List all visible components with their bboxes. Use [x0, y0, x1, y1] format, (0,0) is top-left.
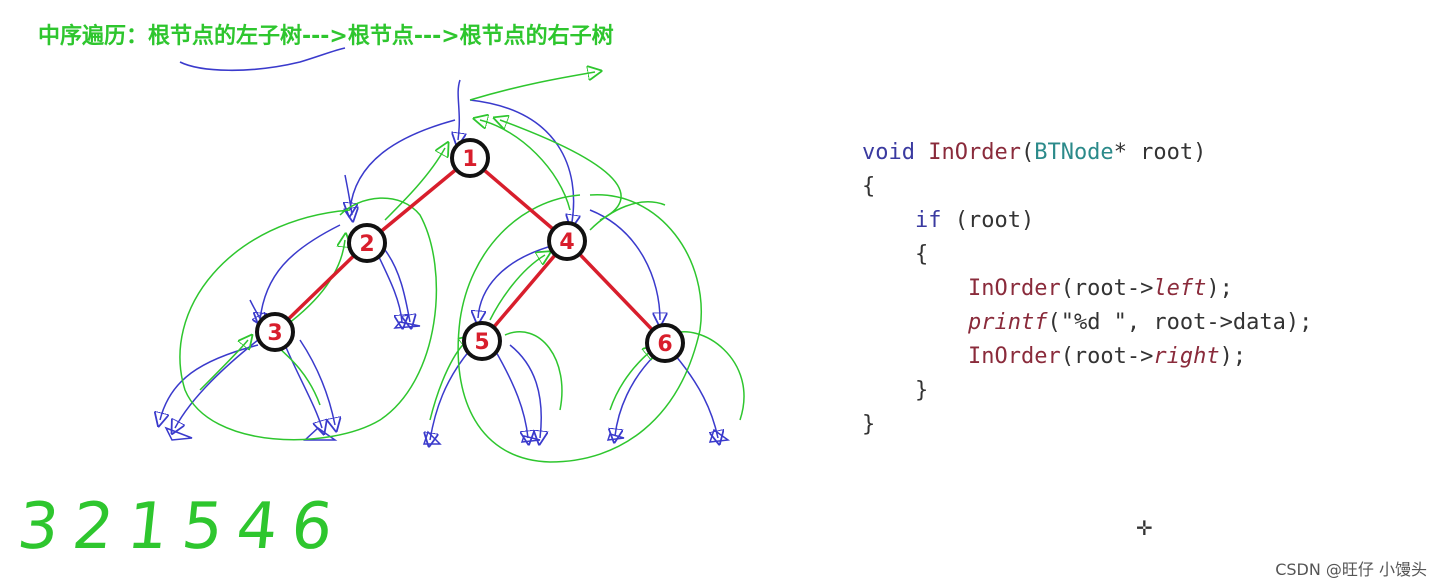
return-arrows [179, 72, 745, 463]
tree-node-4: 4 [547, 221, 587, 261]
code-line-5: InOrder(root->left); [967, 276, 1233, 301]
csdn-watermark: CSDN @旺仔 小馒头 [1275, 560, 1427, 579]
node-label: 4 [559, 230, 574, 255]
code-line-2: { [862, 174, 876, 199]
edge-4-5 [480, 239, 569, 343]
descend-arrows [160, 79, 718, 440]
node-label: 5 [474, 330, 489, 355]
edge-1-4 [468, 156, 569, 243]
code-line-4: { [914, 242, 929, 267]
node-label: 2 [359, 232, 374, 257]
binary-tree-diagram: 1 2 3 4 5 6 [0, 47, 745, 463]
code-line-7: InOrder(root->right); [967, 344, 1247, 369]
tree-node-3: 3 [255, 312, 295, 352]
code-line-3: if (root) [914, 208, 1035, 233]
node-label: 3 [267, 321, 282, 346]
node-label: 1 [462, 147, 477, 172]
edge-2-3 [273, 241, 369, 334]
null-leaf-markers [164, 321, 731, 445]
inorder-code-block: void InOrder(BTNode* root){ if (root) { … [862, 136, 1312, 442]
crosshair-cursor-icon: ✛ [1136, 516, 1153, 540]
code-line-1: void InOrder(BTNode* root) [862, 140, 1207, 165]
edge-1-2 [365, 156, 472, 245]
tree-edges [273, 156, 667, 345]
node-label: 6 [657, 332, 672, 357]
page-title: 中序遍历：根节点的左子树--->根节点--->根节点的右子树 [38, 24, 614, 49]
edge-4-6 [565, 239, 667, 345]
handwritten-traversal-result: 321546 [14, 490, 351, 564]
tree-node-1: 1 [450, 138, 490, 178]
tree-node-5: 5 [462, 321, 502, 361]
tree-node-6: 6 [645, 323, 685, 363]
title-underline-scribble [179, 47, 346, 72]
code-line-6: printf("%d ", root->data); [967, 310, 1313, 335]
code-line-8: } [914, 378, 929, 403]
code-line-9: } [862, 412, 876, 437]
tree-node-2: 2 [347, 223, 387, 263]
